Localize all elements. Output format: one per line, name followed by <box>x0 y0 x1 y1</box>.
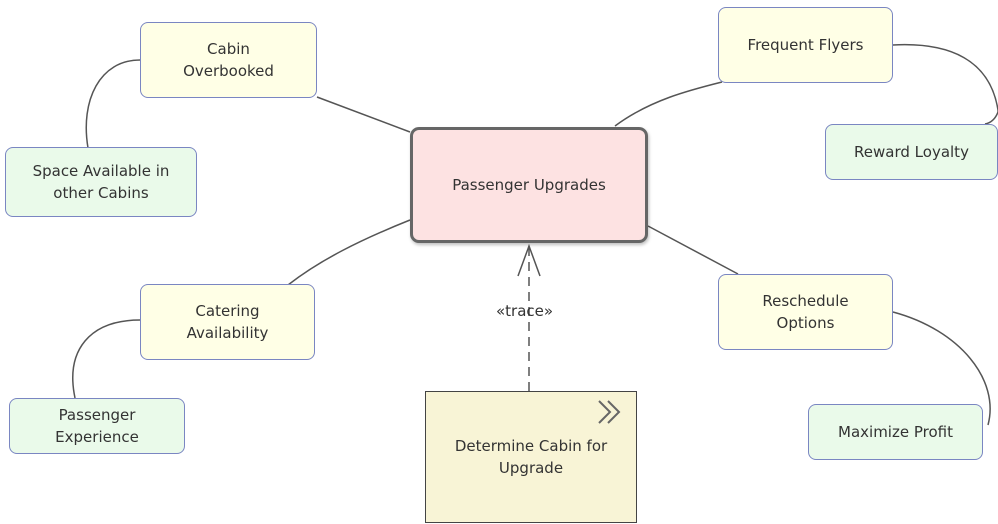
central-node-passenger-upgrades[interactable]: Passenger Upgrades <box>410 127 648 243</box>
topic-catering-availability[interactable]: Catering Availability <box>140 284 315 360</box>
leaf-passenger-experience[interactable]: Passenger Experience <box>9 398 185 454</box>
connector-central-cabin-overbooked <box>316 96 411 133</box>
trace-dependency <box>517 243 541 391</box>
leaf-label: Maximize Profit <box>838 423 953 441</box>
central-node-label: Passenger Upgrades <box>452 176 606 194</box>
connector-frequent-reward <box>892 43 998 125</box>
connector-central-catering <box>287 219 411 286</box>
topic-reschedule-options[interactable]: Reschedule Options <box>718 274 893 350</box>
connector-central-reschedule <box>647 225 739 275</box>
leaf-reward-loyalty[interactable]: Reward Loyalty <box>825 124 998 180</box>
connector-catering-passenger <box>72 319 141 399</box>
trace-label: «trace» <box>496 302 554 320</box>
topic-frequent-flyers[interactable]: Frequent Flyers <box>718 7 893 83</box>
activity-chevron-icon <box>598 400 621 424</box>
topic-label: Catering Availability <box>186 302 269 342</box>
leaf-label: Reward Loyalty <box>854 143 969 161</box>
topic-label: Reschedule Options <box>762 292 849 332</box>
topic-cabin-overbooked[interactable]: Cabin Overbooked <box>140 22 317 98</box>
topic-label: Frequent Flyers <box>747 36 864 54</box>
connector-reschedule-maximize <box>892 311 991 426</box>
activity-determine-cabin[interactable]: Determine Cabin for Upgrade <box>425 391 637 523</box>
leaf-label: Passenger Experience <box>55 406 139 446</box>
leaf-maximize-profit[interactable]: Maximize Profit <box>808 404 983 460</box>
connector-cabin-space <box>85 59 141 149</box>
leaf-space-available[interactable]: Space Available in other Cabins <box>5 147 197 217</box>
activity-label: Determine Cabin for Upgrade <box>454 437 608 477</box>
leaf-label: Space Available in other Cabins <box>32 162 170 202</box>
connector-central-frequent-flyers <box>614 81 723 127</box>
topic-label: Cabin Overbooked <box>183 40 274 80</box>
